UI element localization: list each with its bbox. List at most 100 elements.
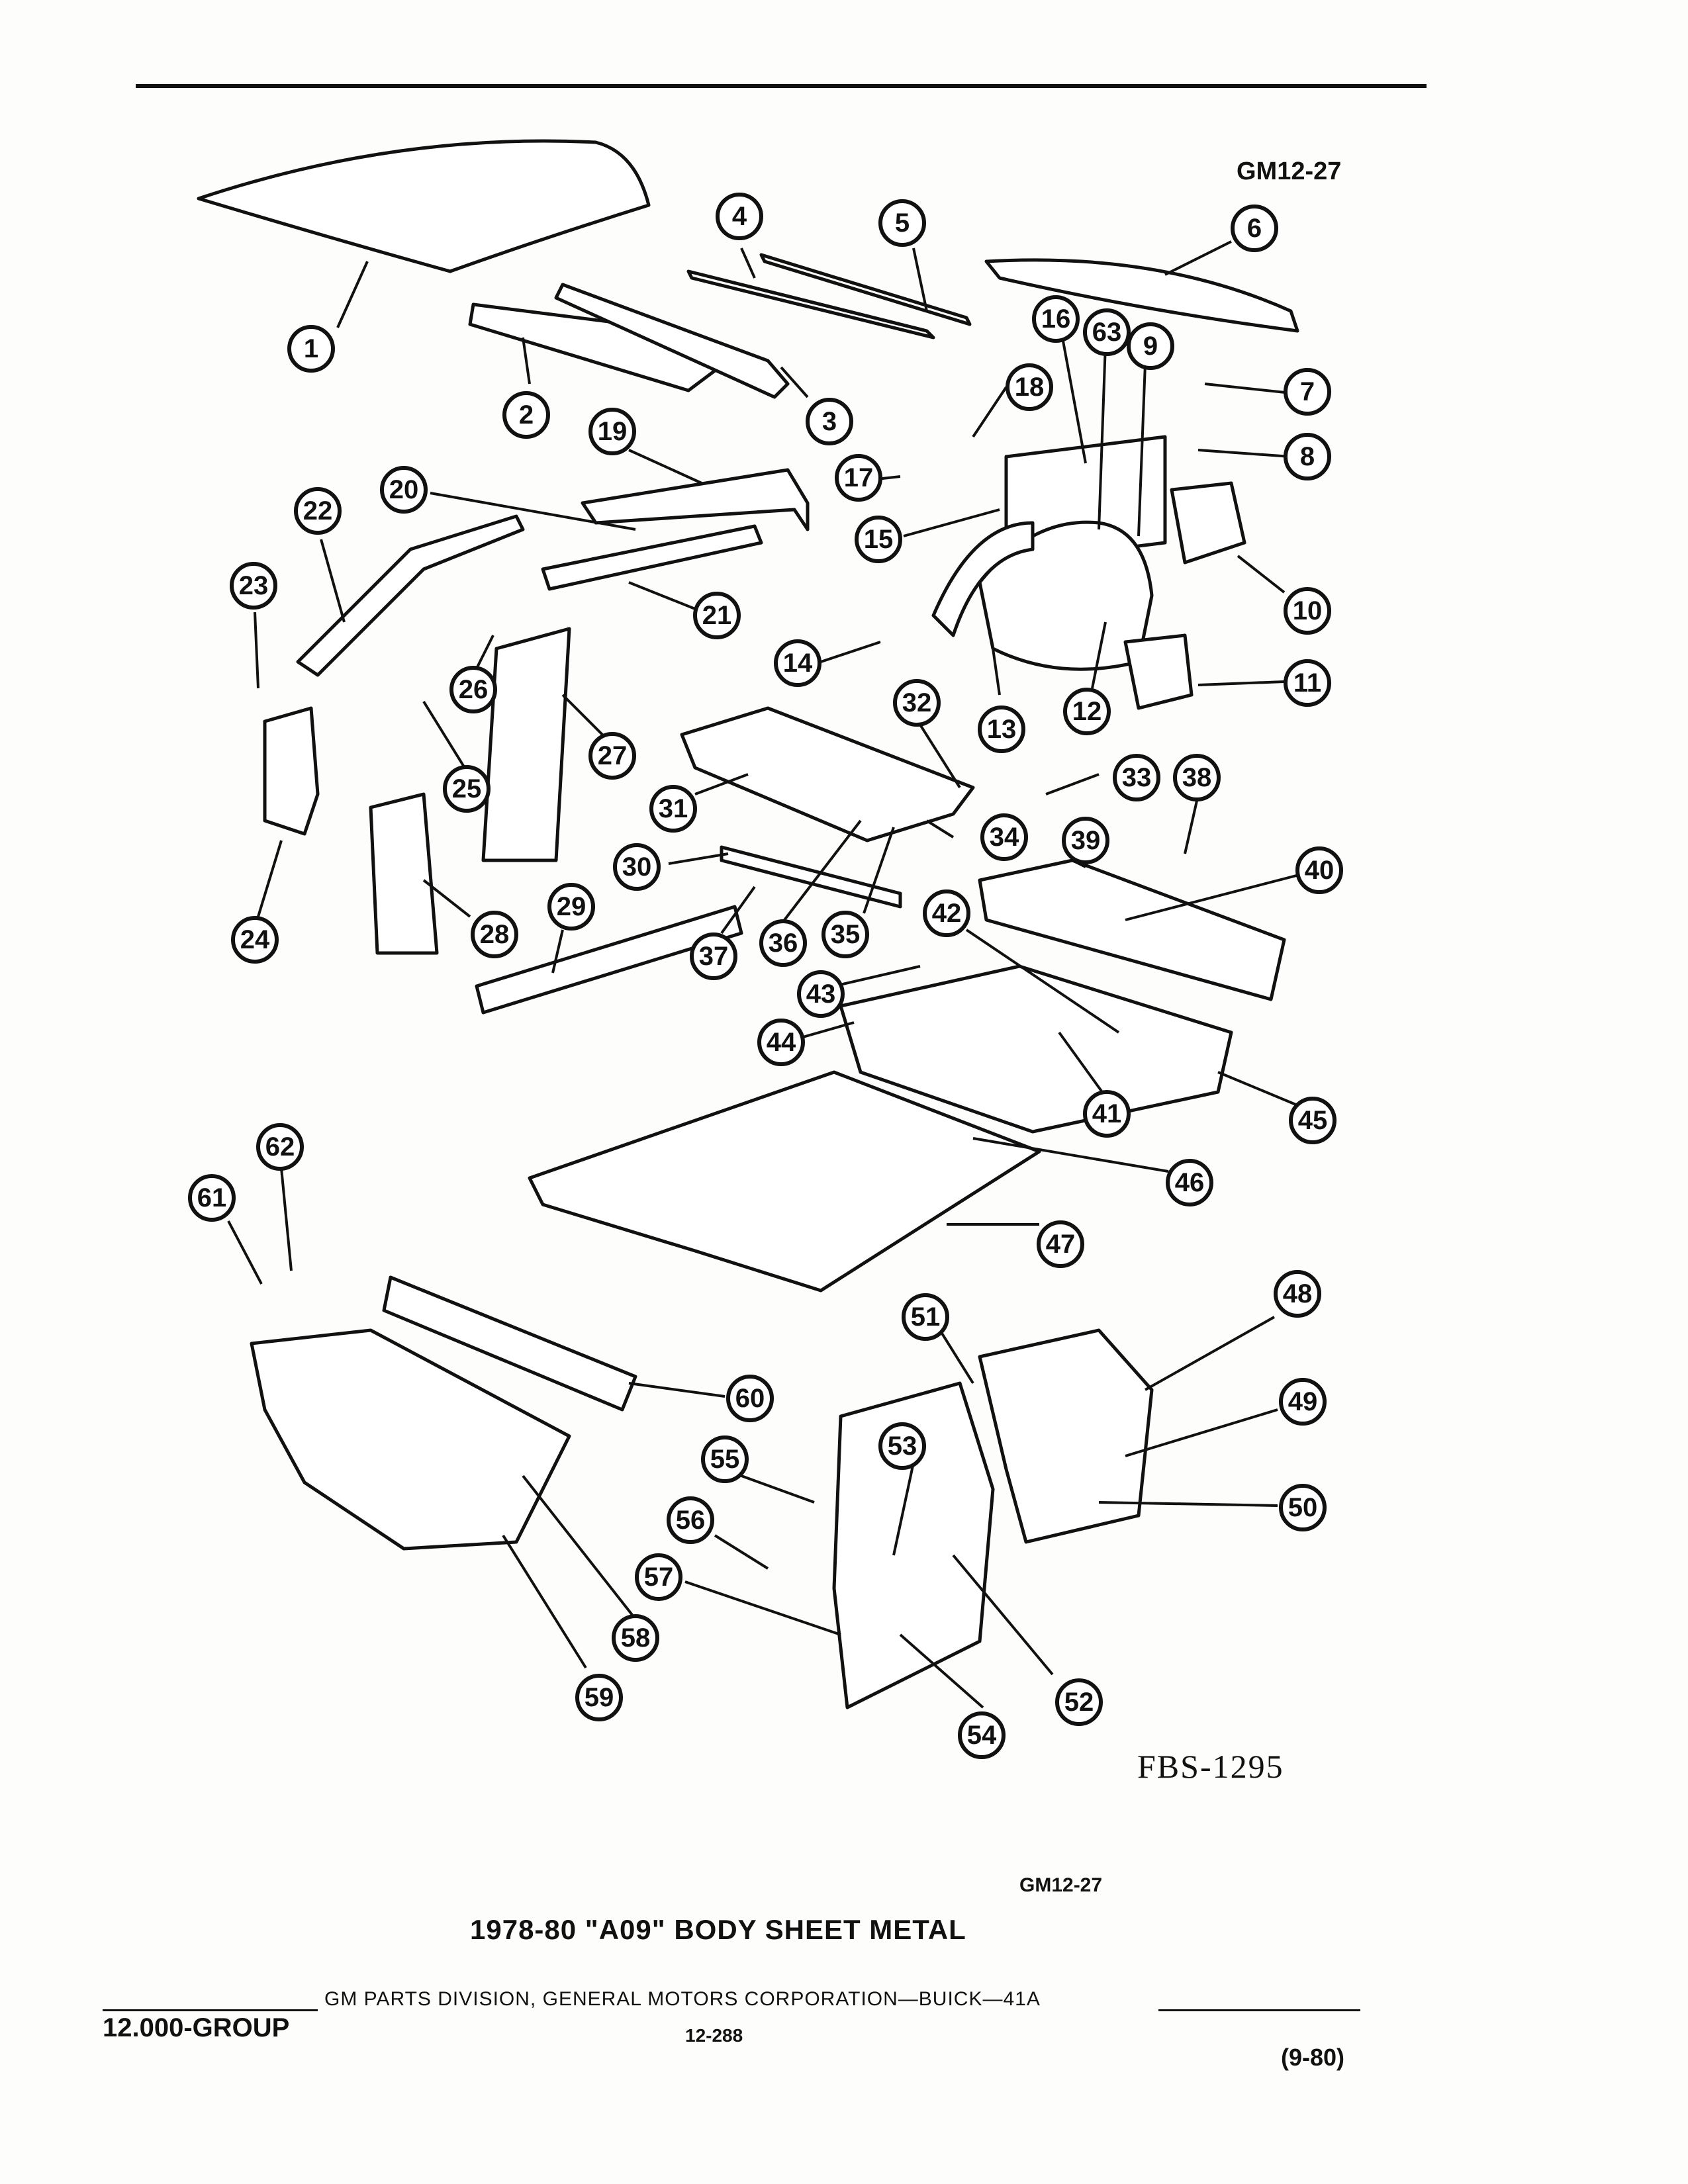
callout-29: 29 xyxy=(547,883,595,931)
svg-text:11: 11 xyxy=(1293,668,1321,698)
callout-36: 36 xyxy=(759,919,807,967)
svg-text:36: 36 xyxy=(769,929,798,958)
callout-63: 63 xyxy=(1083,308,1131,356)
footer-rule-left xyxy=(103,2009,318,2011)
quarter-extension xyxy=(1170,481,1246,565)
cowl-panel xyxy=(382,1275,637,1412)
svg-text:58: 58 xyxy=(621,1623,651,1653)
svg-text:61: 61 xyxy=(197,1183,227,1212)
callout-59: 59 xyxy=(575,1674,623,1721)
svg-text:49: 49 xyxy=(1288,1387,1318,1416)
callout-2: 2 xyxy=(502,391,550,439)
callout-48: 48 xyxy=(1274,1270,1321,1318)
wheelhouse-outer xyxy=(978,520,1154,671)
callout-35: 35 xyxy=(821,911,869,958)
top-rule xyxy=(136,84,1427,88)
svg-text:48: 48 xyxy=(1283,1279,1313,1308)
svg-text:40: 40 xyxy=(1305,856,1335,885)
svg-text:57: 57 xyxy=(644,1563,674,1592)
rocker-panel xyxy=(475,905,743,1015)
callout-4: 4 xyxy=(716,193,763,240)
footer-publisher: GM PARTS DIVISION, GENERAL MOTORS CORPOR… xyxy=(324,1988,1041,2010)
callout-23: 23 xyxy=(230,562,277,610)
svg-text:41: 41 xyxy=(1092,1099,1122,1128)
svg-text:51: 51 xyxy=(911,1302,941,1332)
callout-13: 13 xyxy=(978,705,1025,753)
figure-code-caption: GM12-27 xyxy=(1019,1874,1103,1896)
callout-33: 33 xyxy=(1113,754,1160,801)
svg-text:23: 23 xyxy=(239,571,269,600)
callout-22: 22 xyxy=(294,487,342,535)
svg-text:56: 56 xyxy=(676,1506,706,1535)
svg-text:34: 34 xyxy=(990,823,1019,852)
svg-text:37: 37 xyxy=(699,942,729,971)
callout-43: 43 xyxy=(797,970,845,1018)
footer-page-number: 12-288 xyxy=(685,2025,743,2046)
svg-text:39: 39 xyxy=(1071,826,1101,855)
callout-50: 50 xyxy=(1279,1484,1327,1531)
svg-text:16: 16 xyxy=(1041,304,1071,334)
roof-bow-rear xyxy=(554,283,790,399)
footer-rule-right xyxy=(1158,2009,1360,2011)
svg-text:6: 6 xyxy=(1247,214,1262,243)
svg-text:20: 20 xyxy=(389,475,419,504)
roof-panel xyxy=(197,139,651,273)
svg-text:3: 3 xyxy=(822,407,837,436)
svg-text:47: 47 xyxy=(1046,1230,1076,1259)
svg-text:44: 44 xyxy=(767,1028,796,1057)
callout-30: 30 xyxy=(613,843,661,891)
deck-lid xyxy=(984,258,1299,333)
svg-text:42: 42 xyxy=(932,899,962,928)
callout-51: 51 xyxy=(902,1293,949,1341)
rear-end-panel xyxy=(978,858,1286,1001)
footer-group: 12.000-GROUP xyxy=(103,2013,290,2042)
svg-text:60: 60 xyxy=(735,1384,765,1413)
svg-text:43: 43 xyxy=(806,979,836,1009)
callout-57: 57 xyxy=(635,1553,682,1601)
callout-11: 11 xyxy=(1284,659,1331,707)
svg-text:52: 52 xyxy=(1064,1688,1094,1717)
callout-14: 14 xyxy=(774,639,821,687)
callout-5: 5 xyxy=(878,199,926,247)
callout-26: 26 xyxy=(449,666,497,713)
callout-49: 49 xyxy=(1279,1378,1327,1426)
callout-58: 58 xyxy=(612,1614,659,1662)
svg-text:54: 54 xyxy=(967,1721,997,1750)
callout-53: 53 xyxy=(878,1422,926,1470)
svg-text:30: 30 xyxy=(622,852,652,882)
svg-text:24: 24 xyxy=(240,925,270,954)
svg-text:25: 25 xyxy=(452,774,482,803)
callout-27: 27 xyxy=(588,732,636,780)
callout-19: 19 xyxy=(588,408,636,455)
callout-7: 7 xyxy=(1284,368,1331,416)
svg-text:19: 19 xyxy=(598,417,628,446)
callout-60: 60 xyxy=(726,1375,774,1422)
svg-text:28: 28 xyxy=(480,920,510,949)
callout-61: 61 xyxy=(188,1174,236,1222)
svg-text:21: 21 xyxy=(702,601,732,630)
callout-12: 12 xyxy=(1063,688,1111,735)
svg-text:18: 18 xyxy=(1015,373,1045,402)
callout-39: 39 xyxy=(1062,817,1109,864)
dash-panel xyxy=(250,1328,571,1551)
callout-41: 41 xyxy=(1083,1090,1131,1138)
callout-16: 16 xyxy=(1032,295,1080,343)
callout-9: 9 xyxy=(1127,322,1174,370)
svg-text:12: 12 xyxy=(1072,697,1102,726)
callout-8: 8 xyxy=(1284,433,1331,480)
svg-text:31: 31 xyxy=(659,794,688,823)
footer-date: (9-80) xyxy=(1281,2044,1345,2071)
rear-shelf xyxy=(680,706,975,842)
callout-group: 1 2 3 4 5 6 7 8 9 10 11 12 13 14 15 16 1… xyxy=(188,193,1343,1759)
roof-rail-strip-a xyxy=(686,269,935,340)
svg-text:7: 7 xyxy=(1300,377,1315,406)
svg-text:8: 8 xyxy=(1300,442,1315,471)
svg-text:10: 10 xyxy=(1293,596,1323,625)
svg-text:29: 29 xyxy=(557,892,586,921)
callout-28: 28 xyxy=(471,911,518,958)
callout-52: 52 xyxy=(1055,1678,1103,1726)
callout-54: 54 xyxy=(958,1711,1006,1759)
callout-45: 45 xyxy=(1289,1097,1336,1144)
callout-17: 17 xyxy=(835,454,882,502)
svg-text:14: 14 xyxy=(783,649,813,678)
